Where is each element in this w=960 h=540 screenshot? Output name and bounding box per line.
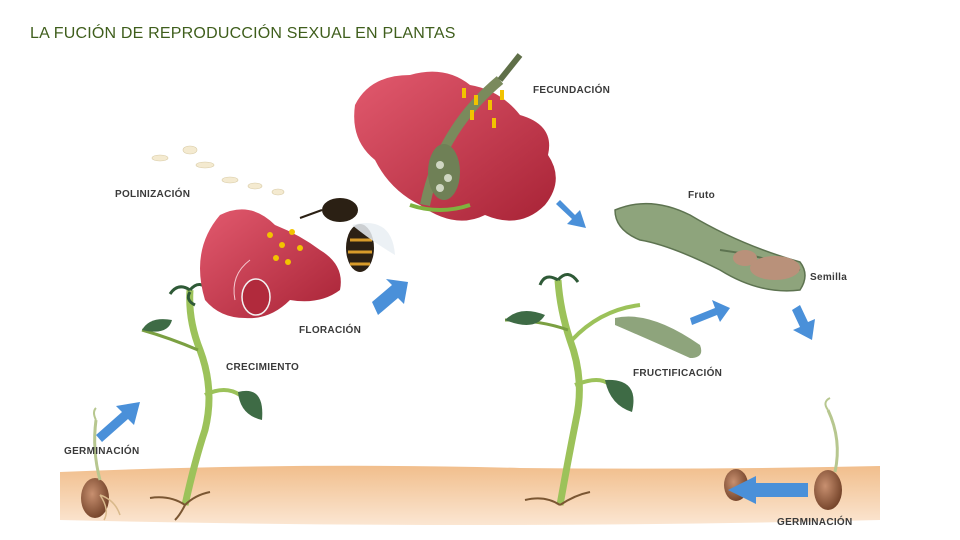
flowering-flower	[200, 198, 395, 319]
leaf	[505, 311, 545, 325]
arrow-semilla-down	[792, 305, 815, 340]
page-title: LA FUCIÓN DE REPRODUCCIÓN SEXUAL EN PLAN…	[30, 25, 456, 42]
cycle-arrows	[96, 200, 815, 504]
label-fruto: Fruto	[688, 190, 716, 201]
label-polinizacion: POLINIZACIÓN	[115, 189, 191, 200]
leaf	[238, 390, 263, 420]
label-floracion: FLORACIÓN	[299, 325, 362, 336]
fertilization-flower	[354, 53, 556, 221]
arrow-to-fecundacion	[372, 279, 408, 315]
bean-pod	[615, 316, 702, 358]
fruit-pod	[614, 202, 806, 292]
growing-plant	[141, 283, 263, 521]
fruiting-plant	[504, 273, 702, 506]
leaf	[605, 379, 634, 412]
arrow-germinacion-to-crecimiento	[96, 402, 140, 442]
germinating-seed-left	[81, 407, 121, 521]
label-germinacion-right: GERMINACIÓN	[777, 517, 853, 528]
arrow-to-fruto-up	[690, 300, 730, 325]
label-germinacion-left: GERMINACIÓN	[64, 446, 140, 457]
label-fecundacion: FECUNDACIÓN	[533, 85, 611, 96]
soil	[60, 465, 880, 525]
label-semilla: Semilla	[810, 272, 848, 283]
label-fructificacion: FRUCTIFICACIÓN	[633, 368, 723, 379]
label-crecimiento: CRECIMIENTO	[226, 362, 300, 373]
leaf	[142, 319, 172, 332]
bee	[299, 198, 395, 272]
arrow-fecundacion-to-fruto	[556, 200, 586, 228]
pollen	[151, 145, 285, 196]
arrow-germinacion-left	[728, 476, 808, 504]
